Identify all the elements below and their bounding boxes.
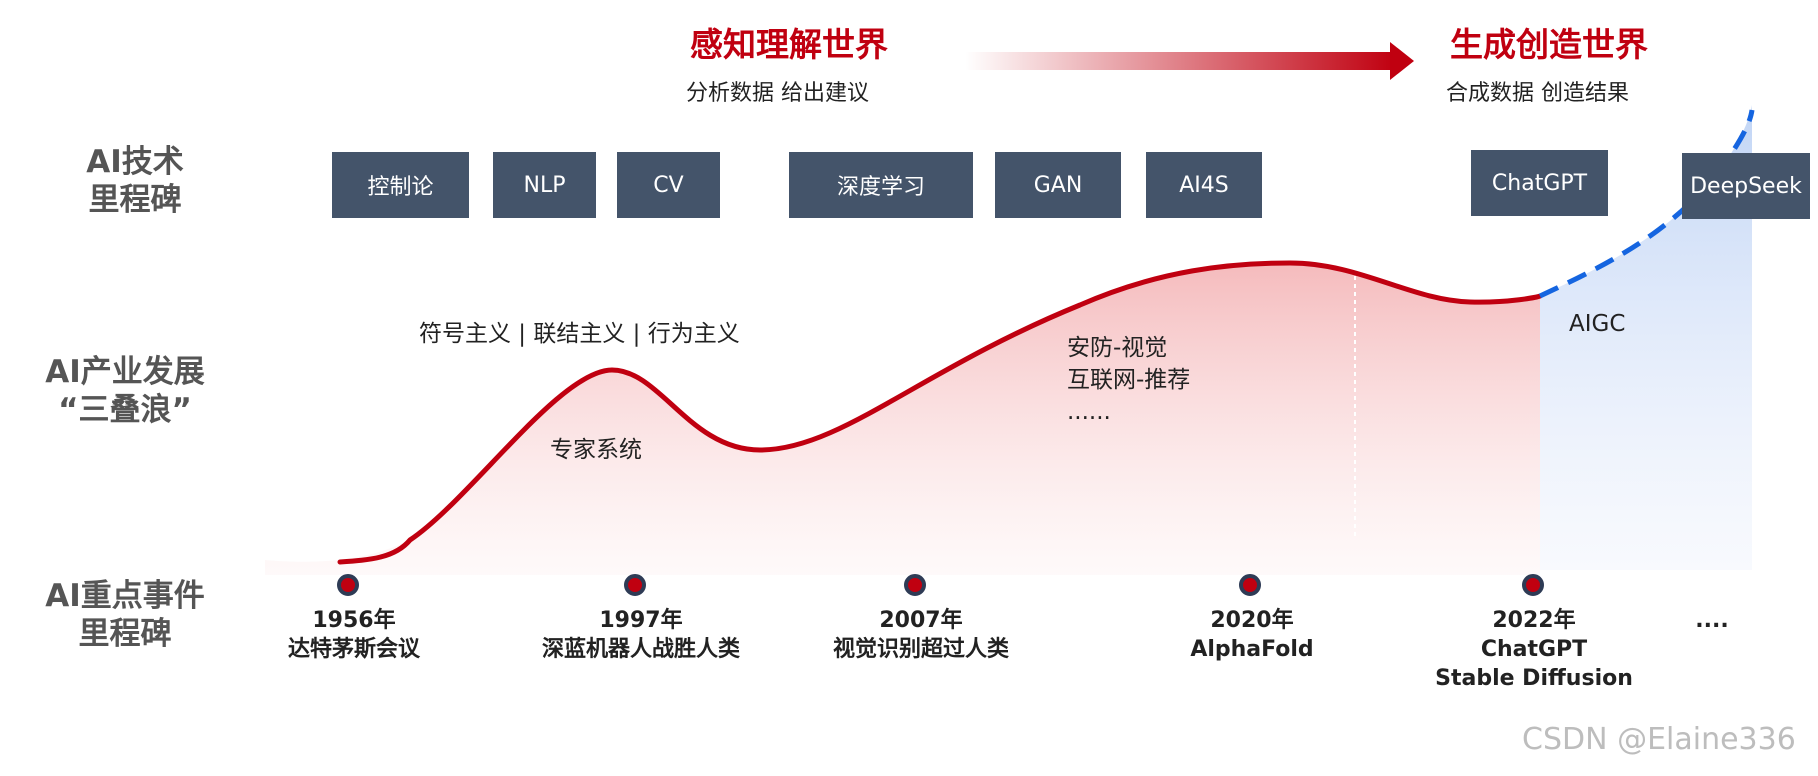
row-label-industry-line-2: “三叠浪”: [58, 392, 192, 428]
row-label-events-line-2: 里程碑: [78, 616, 172, 652]
red-wave-fill: [265, 263, 1540, 575]
event-dots: [337, 574, 1544, 596]
event-1956-year: 1956年: [312, 608, 396, 633]
event-1956-text: 达特茅斯会议: [287, 637, 420, 662]
tech-box-cv: CV: [617, 152, 720, 218]
generation-phase-title: 生成创造世界: [1450, 25, 1648, 64]
event-dot-1997: [624, 574, 646, 596]
tech-box-nlp: NLP: [493, 152, 596, 218]
phase-arrow-shaft: [965, 52, 1395, 70]
event-1997: 1997年 深蓝机器人战胜人类: [501, 606, 781, 664]
generation-phase-subtitle: 合成数据 创造结果: [1446, 81, 1629, 106]
tech-box-deep-learning: 深度学习: [789, 152, 973, 218]
event-more: ....: [1695, 608, 1729, 633]
row-label-industry-line-1: AI产业发展: [45, 354, 205, 390]
watermark: CSDN @Elaine336: [1522, 722, 1796, 757]
event-dot-2022: [1522, 574, 1544, 596]
second-wave-field-1: 安防-视觉: [1067, 335, 1168, 361]
event-1997-text: 深蓝机器人战胜人类: [541, 637, 740, 662]
event-2020-year: 2020年: [1210, 608, 1294, 633]
row-label-industry: AI产业发展 “三叠浪”: [35, 353, 215, 429]
tech-box-gan: GAN: [995, 152, 1121, 218]
event-2022-text-2: Stable Diffusion: [1435, 666, 1633, 691]
red-wave-curve: [337, 260, 1543, 565]
second-wave-field-3: ......: [1067, 399, 1111, 425]
row-label-tech-line-2: 里程碑: [88, 182, 182, 218]
phase-arrow-head: [1390, 42, 1414, 80]
event-2020-text: AlphaFold: [1190, 637, 1314, 662]
first-wave-schools: 符号主义 | 联结主义 | 行为主义: [419, 321, 740, 347]
first-wave-name: 专家系统: [550, 437, 642, 463]
perception-phase-title: 感知理解世界: [690, 25, 888, 64]
event-2007-text: 视觉识别超过人类: [832, 637, 1009, 662]
third-wave-name: AIGC: [1569, 311, 1626, 337]
event-dot-2007: [904, 574, 926, 596]
event-2007-year: 2007年: [879, 608, 963, 633]
tech-box-deepseek: DeepSeek: [1682, 153, 1810, 219]
blue-wave-fill: [1540, 105, 1752, 570]
event-2020: 2020年 AlphaFold: [1112, 606, 1392, 664]
row-label-events-line-1: AI重点事件: [45, 578, 205, 614]
event-2022-text-1: ChatGPT: [1480, 637, 1588, 662]
second-wave-field-2: 互联网-推荐: [1067, 367, 1191, 393]
event-dot-1956: [337, 574, 359, 596]
event-2022-year: 2022年: [1492, 608, 1576, 633]
tech-box-ai4s: AI4S: [1146, 152, 1262, 218]
tech-box-chatgpt: ChatGPT: [1471, 150, 1608, 216]
event-1997-year: 1997年: [599, 608, 683, 633]
row-label-tech: AI技术 里程碑: [60, 143, 210, 219]
row-label-events: AI重点事件 里程碑: [35, 577, 215, 653]
perception-phase-subtitle: 分析数据 给出建议: [686, 81, 869, 106]
event-2022: 2022年 ChatGPT Stable Diffusion: [1394, 606, 1674, 693]
blue-wave-curve: [1538, 109, 1755, 299]
event-2007: 2007年 视觉识别超过人类: [781, 606, 1061, 664]
tech-box-cybernetics: 控制论: [332, 152, 469, 218]
row-label-tech-line-1: AI技术: [86, 144, 184, 180]
event-1956: 1956年 达特茅斯会议: [214, 606, 494, 664]
phase-arrow: [965, 42, 1414, 80]
event-dot-2020: [1239, 574, 1261, 596]
second-wave-fields: 安防-视觉 互联网-推荐 ......: [1067, 332, 1190, 428]
